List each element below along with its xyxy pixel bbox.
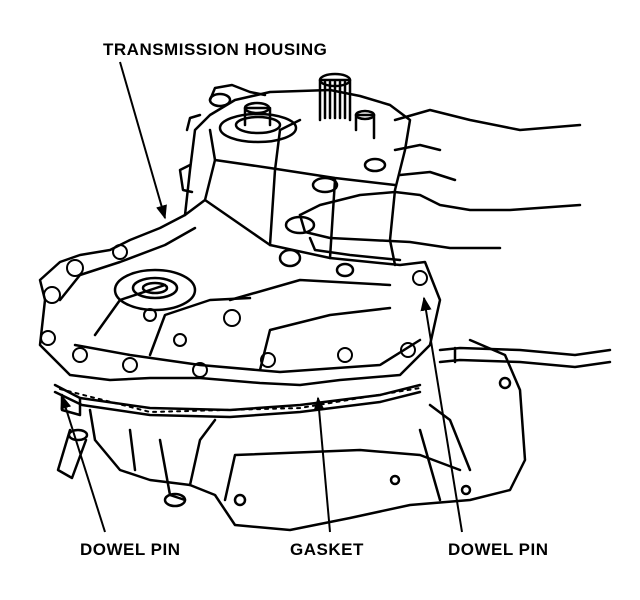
gasket-label: GASKET	[290, 540, 364, 559]
right-hand	[298, 108, 582, 262]
left-hand	[185, 83, 267, 132]
dowel-pin-right-label: DOWEL PIN	[448, 540, 549, 559]
lower-case	[88, 338, 527, 532]
gasket-leader-line	[313, 396, 331, 533]
cable-hose	[438, 346, 612, 369]
housing-leader-line	[119, 61, 167, 220]
dowel-pin-right-leader-line	[420, 296, 463, 533]
transmission-housing	[38, 72, 442, 387]
dowel-pin-left-leader-line	[60, 394, 106, 533]
transmission-housing-label: TRANSMISSION HOUSING	[103, 40, 328, 59]
dowel-pin-left-label: DOWEL PIN	[80, 540, 181, 559]
gasket-outline	[53, 383, 422, 419]
left-tube	[56, 393, 89, 480]
